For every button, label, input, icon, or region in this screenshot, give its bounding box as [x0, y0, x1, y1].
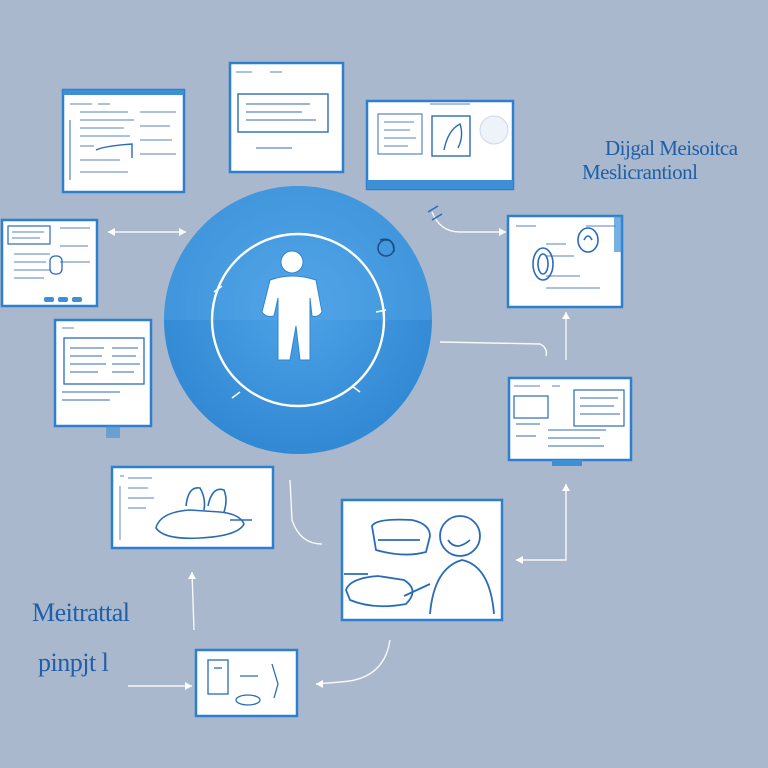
hand-icon [155, 487, 252, 540]
panel-bottom-center [340, 498, 504, 622]
panel-bottom [194, 648, 299, 718]
panel-right-middle [507, 376, 633, 466]
central-hub [164, 186, 432, 454]
panel-right-top [506, 214, 624, 309]
connector-lines [108, 211, 567, 687]
connector-bottom [315, 639, 391, 685]
label-bottom-left-line2: pinpjt l [38, 648, 109, 677]
person-icon [261, 250, 323, 361]
panel-top-left [61, 88, 186, 194]
hand-icon [443, 123, 463, 151]
panel-top-center [228, 61, 345, 174]
label-top-right-line2: Meslicrantionl [582, 160, 698, 184]
connector-right-top [431, 211, 506, 233]
connector-bottom-mid [289, 479, 323, 545]
label-bottom-left-line1: Meitrattal [32, 598, 130, 627]
doctor-icon [344, 515, 495, 615]
sparkle-icon [427, 205, 443, 221]
connector-right-mid [439, 341, 548, 357]
panel-left-middle [53, 318, 153, 438]
connector-bottom-left [191, 571, 195, 631]
connector-bottom-right [516, 484, 567, 561]
gear-icon [377, 238, 395, 257]
ear-icon [532, 227, 599, 281]
arrow-heads [108, 228, 570, 690]
panel-top-right [365, 99, 515, 191]
panel-bottom-left [110, 465, 275, 550]
label-top-right-line1: Dijgal Meisoitca [605, 136, 738, 160]
panel-left-top [0, 218, 99, 308]
